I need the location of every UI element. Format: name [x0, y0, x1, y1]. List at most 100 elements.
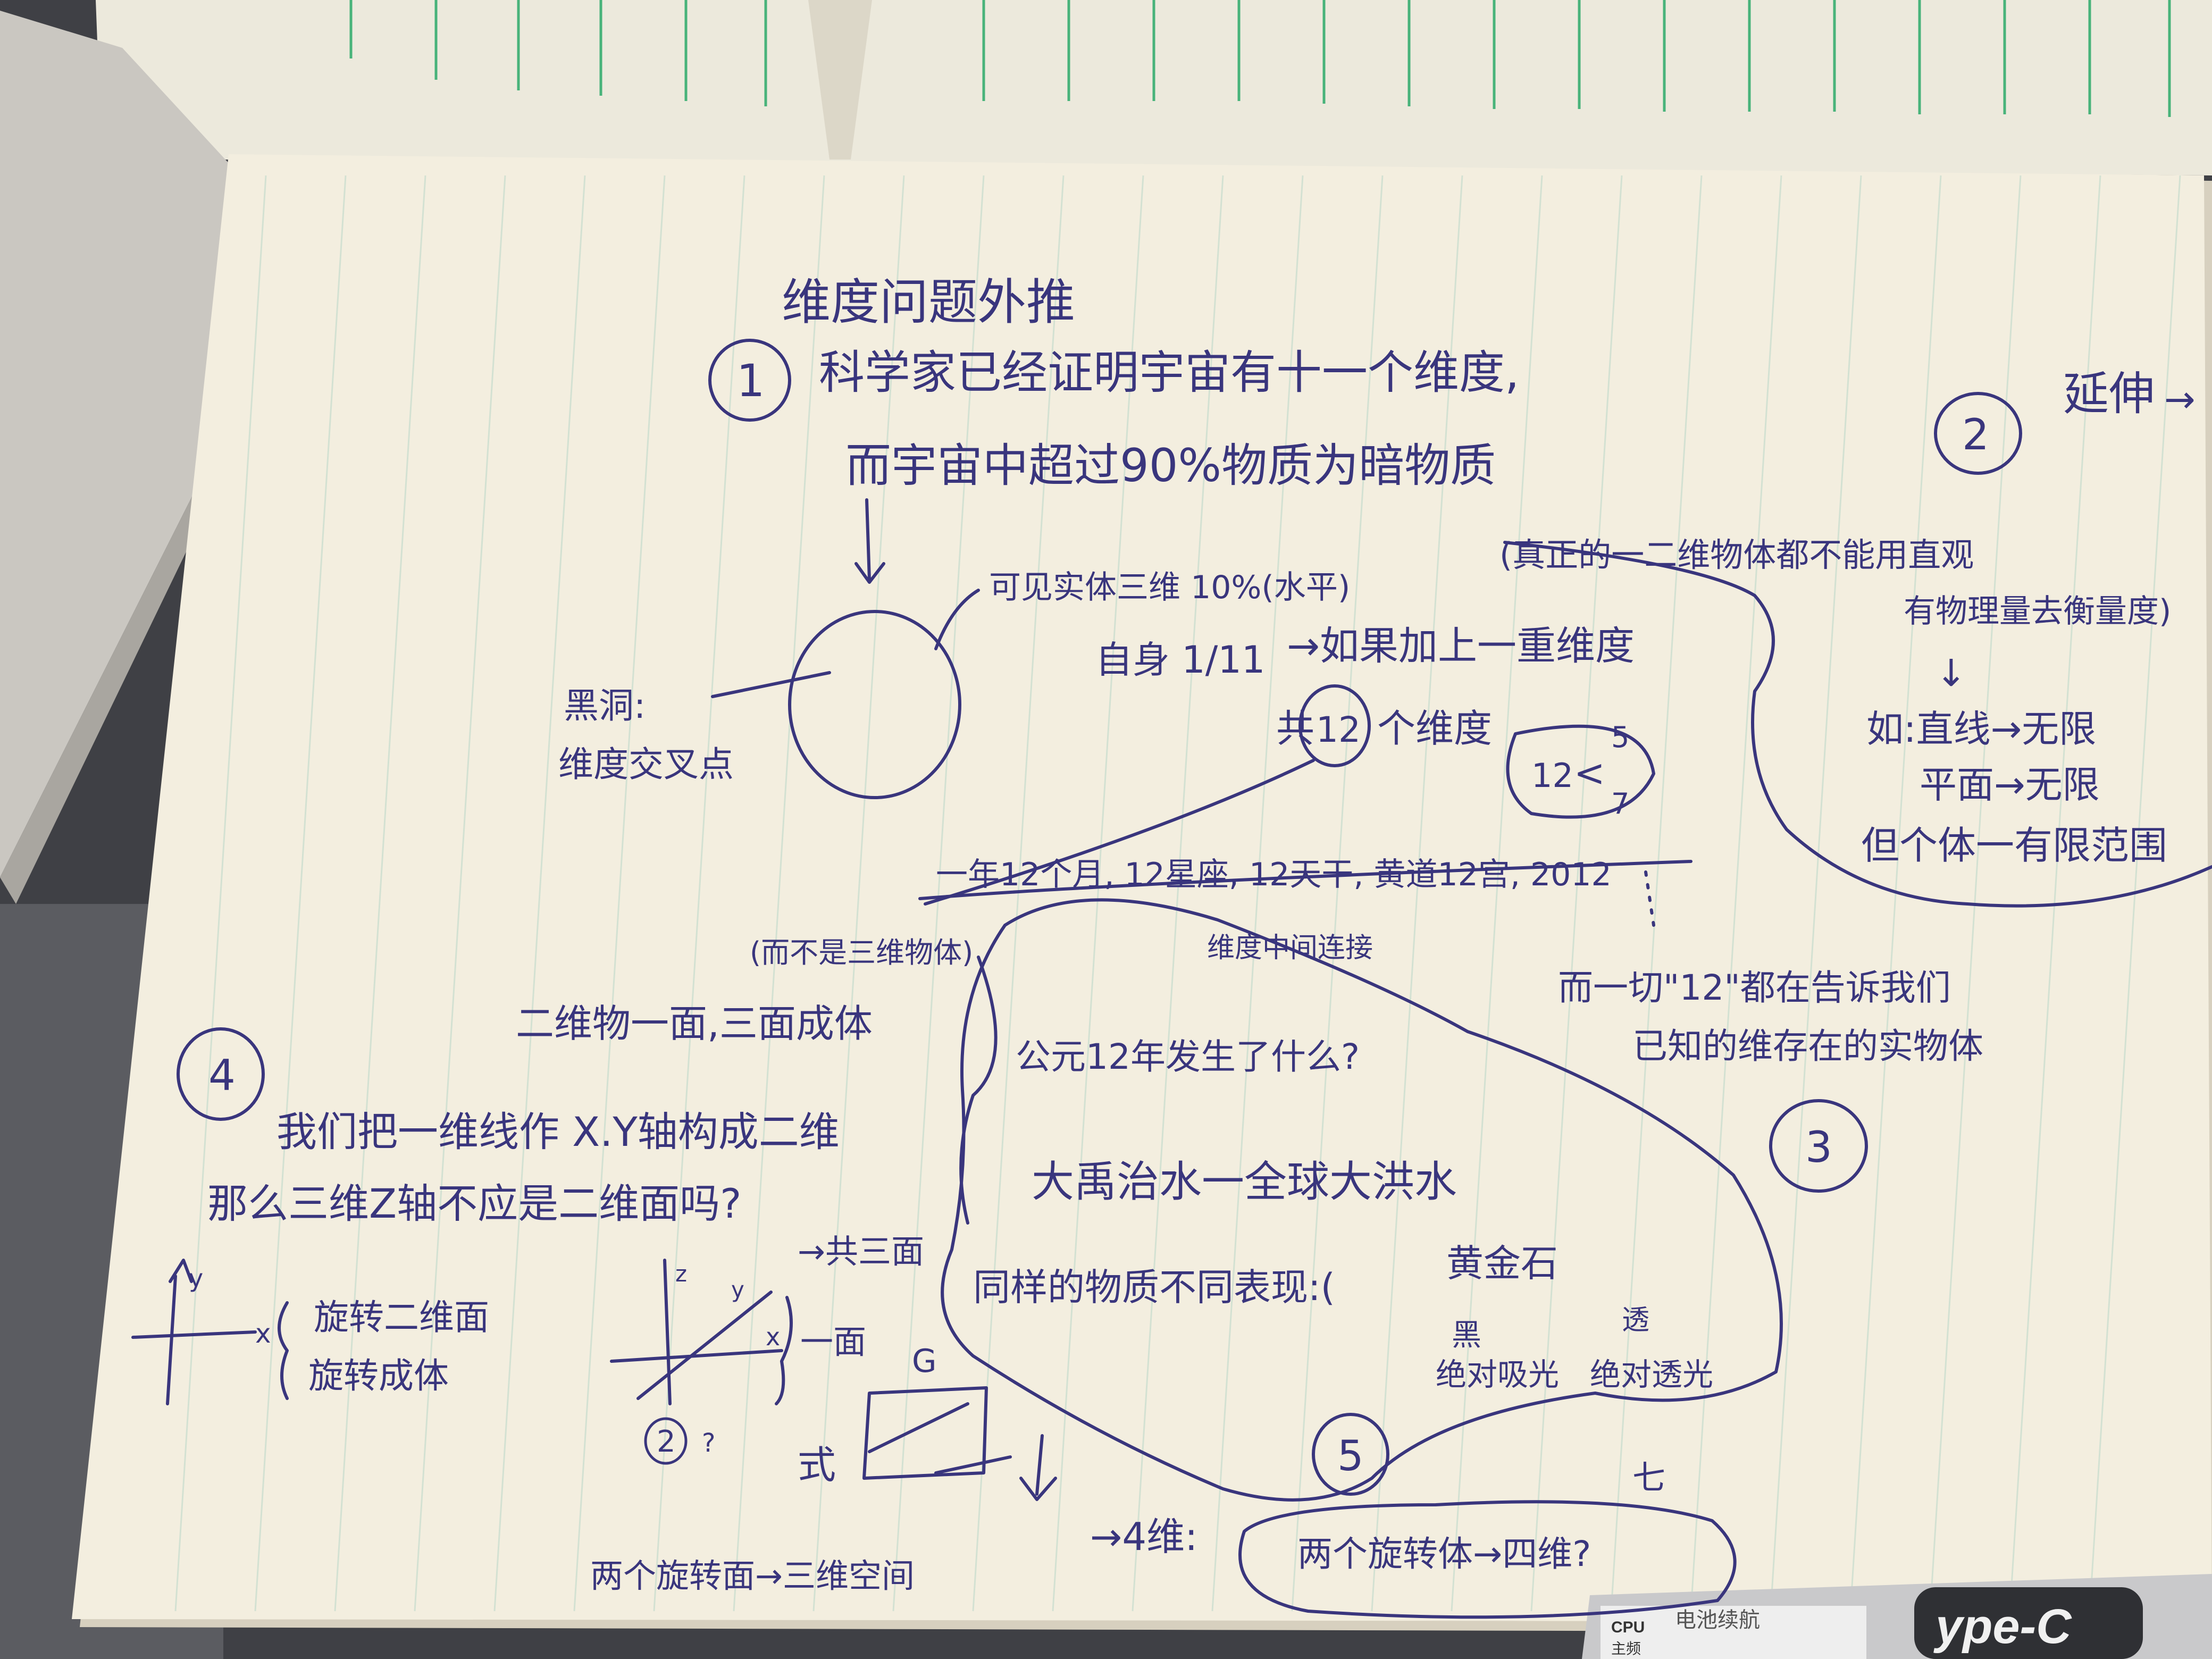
paper-rule-line [1211, 175, 1304, 1612]
bubble-q2: 大禹治水一全球大洪水 [1032, 1157, 1457, 1206]
section4-line2: 我们把一维线作 X.Y轴构成二维 [276, 1108, 840, 1155]
circled-2: 2 [657, 1425, 676, 1459]
paper-rule-line [1690, 175, 1782, 1612]
bottom-4d: →4维: [1090, 1514, 1197, 1559]
paper-rule-line [733, 175, 825, 1612]
bottom-ellipse [1238, 1500, 1737, 1619]
section3-line1: 而一切"12"都在告诉我们 [1558, 967, 1951, 1008]
axis-y-right: y [731, 1277, 744, 1303]
bubble-q4d: 绝对透光 [1590, 1356, 1713, 1393]
bubble-q3b: 黄金石 [1446, 1242, 1558, 1285]
universe-circle [788, 610, 961, 799]
axis-x-left: x [255, 1318, 271, 1349]
xyz-brace [775, 1296, 793, 1405]
paper-rule-line [1052, 175, 1144, 1612]
section1-line1: 科学家已经证明宇宙有十一个维度, [819, 346, 1519, 399]
paper-rule-line [1610, 175, 1703, 1612]
visible-label: 可见实体三维 10%(水平) [989, 569, 1350, 606]
right-region-outline [1503, 541, 2212, 908]
paper-rule-line [174, 175, 267, 1612]
device-logo-box [1914, 1587, 2143, 1659]
paper-rule-line [1530, 175, 1623, 1612]
section5-circle [1312, 1413, 1389, 1496]
right-note-1: (真正的一二维物体都不能用直观 [1499, 535, 1974, 574]
xy-axes [131, 1259, 257, 1405]
black-hole-pointer-line [711, 671, 831, 698]
section3-number: 3 [1805, 1122, 1832, 1172]
paper-rule-line [1929, 175, 2022, 1612]
section3-circle [1769, 1099, 1868, 1193]
ink-strokes [131, 339, 2212, 1619]
paper-rule-line [812, 175, 905, 1612]
device-text: 电池续航 CPU 主频 ype-C [1611, 1599, 2072, 1657]
section4-number: 4 [208, 1051, 236, 1100]
section1-circle [708, 339, 791, 422]
section2-circle [1934, 392, 2022, 475]
bubble-q1: 公元12年发生了什么? [1016, 1036, 1360, 1077]
paper-rule-line [2009, 175, 2101, 1612]
paper-rule-lines [174, 175, 2181, 1612]
split-top: 5 [1611, 720, 1629, 754]
right-note-arrow: ↓ [1936, 651, 1967, 695]
cube-sketch [862, 1386, 1012, 1480]
axis-x-right: x [766, 1322, 780, 1351]
section1-number: 1 [736, 355, 765, 407]
paper-rule-line [254, 175, 347, 1612]
section3-line2: 已知的维存在的实物体 [1632, 1026, 1983, 1067]
down-arrow-1 [854, 498, 885, 584]
circle-12-5-7 [1506, 724, 1655, 819]
cube-arrow [1019, 1434, 1057, 1501]
title: 维度问题外推 [782, 274, 1075, 331]
total-prefix: 共 [1276, 706, 1314, 751]
rotate-2: 旋转成体 [308, 1355, 449, 1396]
axis-z-right: z [675, 1261, 687, 1287]
circled-2-ring [644, 1417, 688, 1465]
device-logo: ype-C [1933, 1599, 2072, 1654]
paper-rule-line [334, 175, 426, 1612]
black-hole-1: 黑洞: [564, 685, 646, 726]
circle-12 [1298, 684, 1371, 767]
section1-line2: 而宇宙中超过90%物质为暗物质 [845, 439, 1496, 492]
top-notebook-shade [808, 0, 872, 160]
xyz-axes [610, 1259, 783, 1405]
main-paper [72, 154, 2212, 1622]
paper-rule-line [493, 175, 586, 1612]
section2-title: 延伸 [2063, 367, 2155, 421]
section2-arrow: → [2164, 378, 2196, 421]
g-letter: G [912, 1343, 937, 1380]
device-screen [1601, 1606, 1866, 1659]
section4-paren: (而不是三维物体) [750, 936, 973, 969]
right-note-4: 平面→无限 [1920, 763, 2100, 807]
bubble-q4b: 绝对吸光 [1436, 1356, 1559, 1393]
bottom-seven: 七 [1632, 1458, 1665, 1497]
right-note-3: 如:直线→无限 [1866, 707, 2096, 751]
rotate-brace [278, 1301, 289, 1400]
handwriting: 维度问题外推 1 科学家已经证明宇宙有十一个维度, 而宇宙中超过90%物质为暗物… [189, 274, 2196, 1595]
split-bottom: 7 [1611, 787, 1629, 820]
connector-12-to-line [924, 759, 1315, 906]
device-text-3: 主频 [1611, 1640, 1641, 1657]
split-base: 12 [1531, 756, 1573, 795]
two-rotations: 两个旋转面→三维空间 [590, 1556, 915, 1595]
split-lt: < [1574, 751, 1605, 795]
paper-rule-line [1291, 175, 1384, 1612]
bubble-q4c: 透 [1622, 1304, 1649, 1336]
center-arrow: →如果加上一重维度 [1287, 623, 1635, 669]
paper-rule-line [573, 175, 666, 1612]
bubble-q4a: 黑 [1452, 1318, 1481, 1353]
visible-pointer-line [934, 589, 980, 650]
paper-rule-line [1132, 175, 1224, 1612]
section5-number: 5 [1337, 1432, 1364, 1480]
black-hole-2: 维度交叉点 [558, 744, 734, 785]
bubble-q3: 同样的物质不同表现:( [973, 1266, 1335, 1309]
three-faces: →共三面 [798, 1232, 924, 1271]
bottom-two-bodies: 两个旋转体→四维? [1297, 1534, 1591, 1574]
section4-line3: 那么三维Z轴不应是二维面吗? [207, 1180, 741, 1227]
paper-rule-line [1451, 175, 1543, 1612]
section4-line1: 二维物一面,三面成体 [516, 1001, 873, 1046]
paper-rule-line [1770, 175, 1862, 1612]
total-number: 12 [1316, 709, 1361, 750]
device-text-2: CPU [1611, 1619, 1645, 1636]
section4-circle [177, 1027, 265, 1121]
